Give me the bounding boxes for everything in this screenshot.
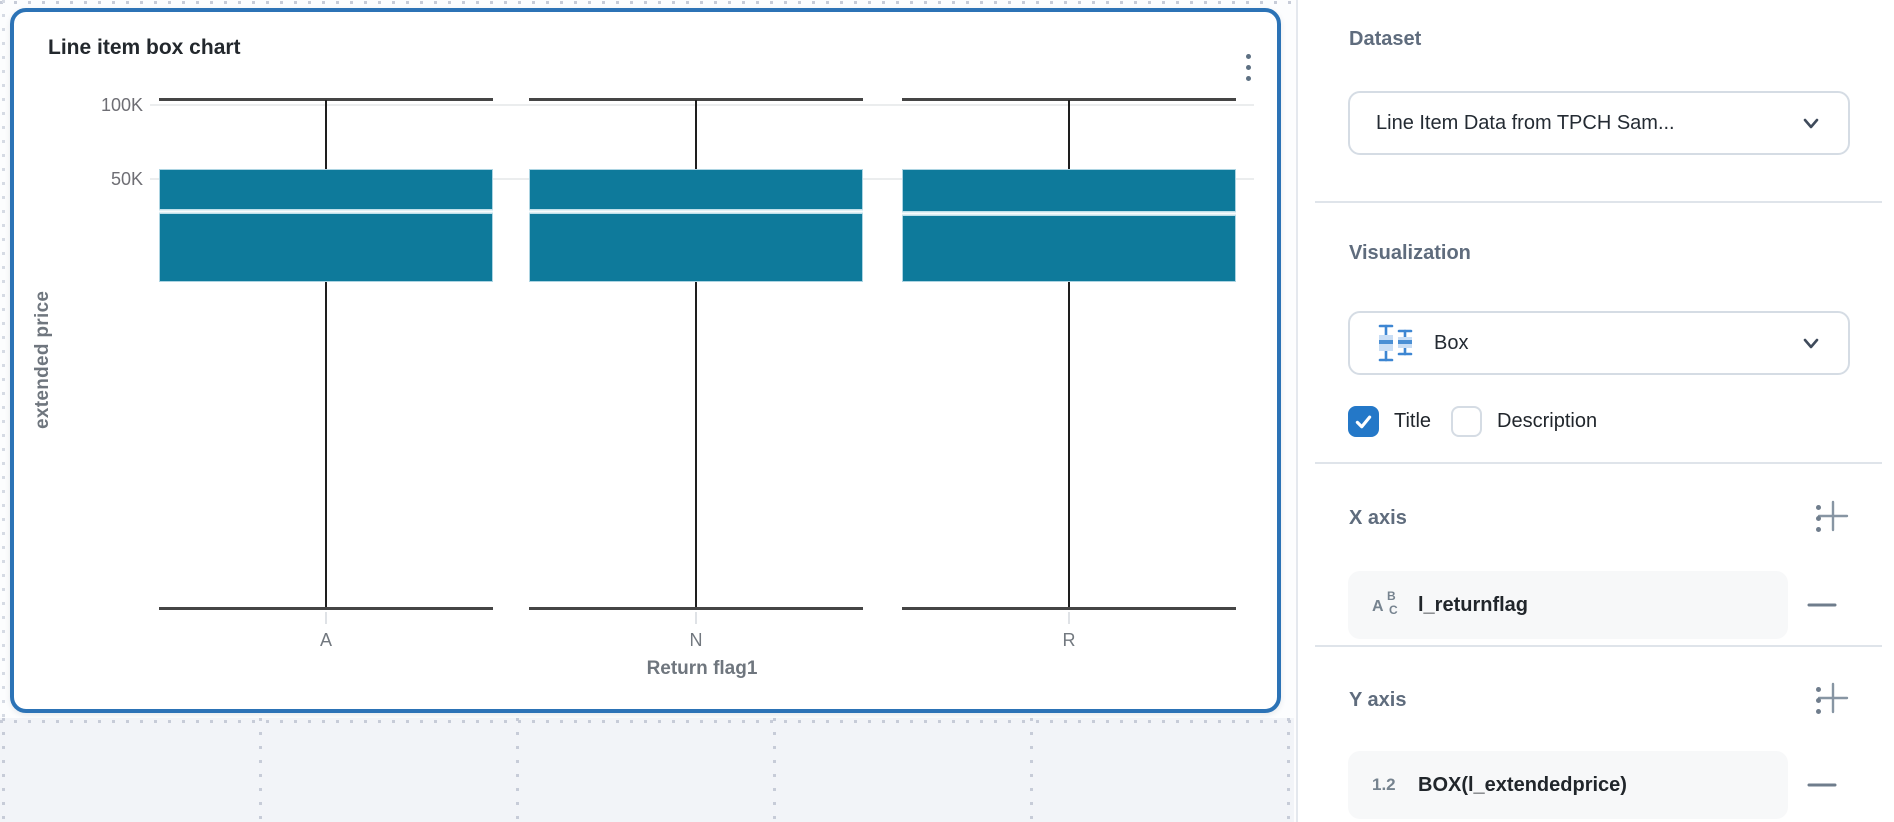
y-axis-field-row: 1.2 BOX(l_extendedprice) [1348, 751, 1839, 819]
grid-dots-row-top [0, 1, 1294, 4]
y-axis-header: Y axis [1349, 681, 1850, 720]
grid-dots-col [2, 718, 5, 822]
y-tick-label: 100K [100, 95, 143, 115]
visualization-selected-value: Box [1434, 331, 1469, 354]
x-axis-field-row: A B C l_returnflag [1348, 571, 1839, 639]
x-tick-N [695, 612, 697, 624]
string-type-icon: A B C [1372, 589, 1398, 617]
grid-dots-col [516, 718, 519, 822]
section-divider [1315, 645, 1882, 647]
y-axis-field-label: BOX(l_extendedprice) [1418, 773, 1627, 796]
x-axis-field[interactable]: A B C l_returnflag [1348, 571, 1788, 639]
y-axis-field[interactable]: 1.2 BOX(l_extendedprice) [1348, 751, 1788, 819]
x-tick-A [325, 612, 327, 624]
median-N [529, 209, 863, 215]
settings-sidebar: Dataset Line Item Data from TPCH Sam... … [1296, 0, 1894, 822]
title-checkbox-label: Title [1394, 410, 1432, 432]
visualization-heading: Visualization [1349, 242, 1471, 264]
dashboard-canvas: Line item box chart [0, 0, 1294, 822]
dataset-select[interactable]: Line Item Data from TPCH Sam... [1348, 91, 1850, 155]
section-divider [1315, 462, 1882, 464]
dataset-heading: Dataset [1349, 28, 1422, 50]
y-axis-title: extended price [32, 290, 53, 430]
x-category-label-A: A [319, 630, 332, 650]
grid-dots-col [259, 718, 262, 822]
x-axis-remove-button[interactable] [1805, 588, 1839, 622]
whisker-max-cap-N [529, 97, 863, 101]
x-axis-heading: X axis [1349, 507, 1407, 529]
x-axis-header: X axis [1349, 499, 1850, 538]
description-checkbox[interactable] [1451, 406, 1483, 437]
dashboard-grid-strip [0, 718, 1294, 822]
title-description-row: Title Description [1348, 406, 1597, 437]
y-axis-heading: Y axis [1349, 689, 1407, 711]
dataset-selected-value: Line Item Data from TPCH Sam... [1376, 111, 1675, 134]
grid-dots-row [0, 720, 1294, 723]
box-R[interactable] [902, 168, 1236, 283]
grid-dots-col [773, 718, 776, 822]
whisker-max-cap-R [902, 97, 1236, 101]
whisker-lower-A [325, 282, 327, 608]
whisker-upper-N [695, 99, 697, 169]
card-menu-kebab-icon[interactable] [1242, 50, 1255, 85]
whisker-lower-R [1068, 282, 1070, 608]
visualization-select[interactable]: Box [1348, 311, 1850, 375]
chevron-down-icon [1798, 110, 1824, 136]
x-tick-R [1068, 612, 1070, 624]
x-axis-add-button[interactable] [1816, 499, 1850, 538]
x-category-label-N: N [689, 630, 703, 650]
chevron-down-icon [1798, 330, 1824, 356]
title-checkbox[interactable] [1348, 406, 1379, 437]
grid-dots-left-edge [2, 0, 5, 718]
y-tick-label: 50K [110, 169, 143, 189]
box-chart-type-icon [1376, 322, 1418, 364]
whisker-min-cap-N [529, 606, 863, 610]
grid-dots-col [1287, 718, 1290, 822]
grid-dots-col [1030, 718, 1033, 822]
whisker-lower-N [695, 282, 697, 608]
whisker-max-cap-A [159, 97, 493, 101]
section-divider [1315, 201, 1882, 203]
chart-title: Line item box chart [48, 36, 241, 59]
whisker-upper-A [325, 99, 327, 169]
x-axis-field-label: l_returnflag [1418, 593, 1529, 616]
gridline-100k [150, 104, 1254, 106]
y-axis-options-kebab-icon[interactable] [1816, 687, 1821, 714]
number-type-icon: 1.2 [1372, 775, 1396, 794]
description-checkbox-label: Description [1497, 410, 1598, 432]
y-axis-add-button[interactable] [1816, 681, 1850, 720]
x-axis-options-kebab-icon[interactable] [1816, 505, 1821, 532]
median-R [902, 210, 1236, 216]
x-category-label-R: R [1062, 630, 1076, 650]
box-A[interactable] [159, 168, 493, 283]
whisker-upper-R [1068, 99, 1070, 169]
whisker-min-cap-A [159, 606, 493, 610]
box-N[interactable] [529, 168, 863, 283]
whisker-min-cap-R [902, 606, 1236, 610]
x-axis-title: Return flag1 [646, 658, 758, 679]
median-A [159, 209, 493, 215]
y-axis-remove-button[interactable] [1805, 768, 1839, 802]
